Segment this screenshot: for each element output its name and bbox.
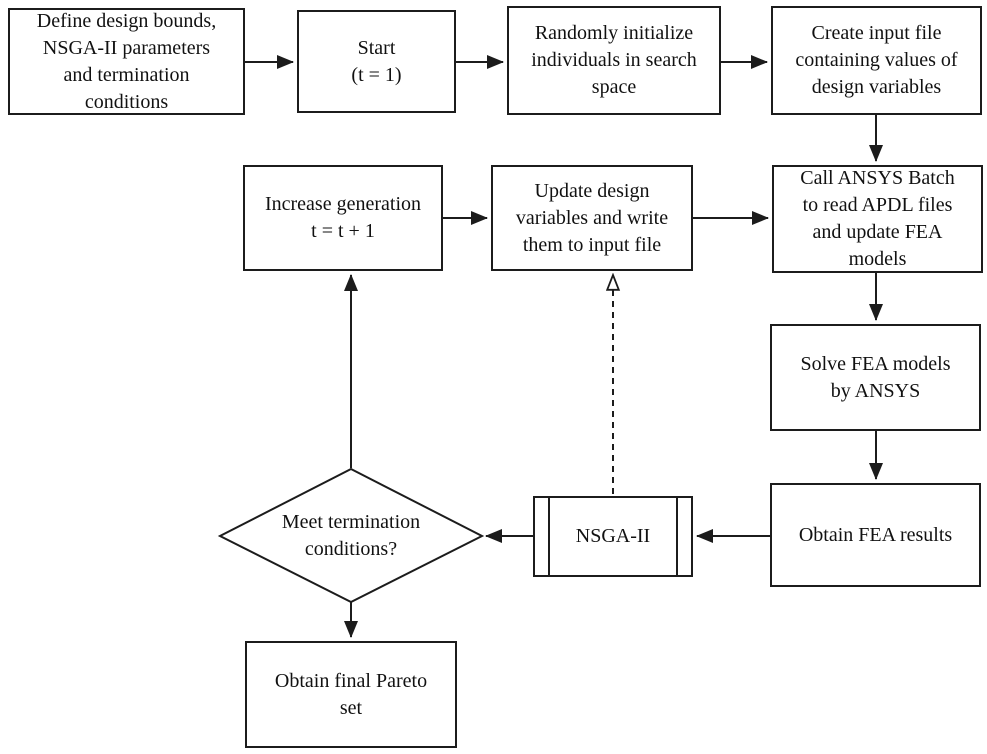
node-nsga2-subroutine: NSGA-II bbox=[533, 496, 693, 577]
node-random-initialize: Randomly initialize individuals in searc… bbox=[507, 6, 721, 115]
node-create-input-file: Create input file containing values of d… bbox=[771, 6, 982, 115]
node-start: Start (t = 1) bbox=[297, 10, 456, 113]
nsga2-right-bar bbox=[676, 498, 678, 575]
node-decision-termination: Meet termination conditions? bbox=[281, 511, 421, 560]
node-solve-fea-models: Solve FEA models by ANSYS bbox=[770, 324, 981, 431]
node-obtain-fea-results: Obtain FEA results bbox=[770, 483, 981, 587]
node-increase-generation: Increase generation t = t + 1 bbox=[243, 165, 443, 271]
node-call-ansys-batch: Call ANSYS Batch to read APDL files and … bbox=[772, 165, 983, 273]
nsga2-label: NSGA-II bbox=[575, 525, 651, 547]
node-update-design-variables: Update design variables and write them t… bbox=[491, 165, 693, 271]
node-obtain-final-pareto-set: Obtain final Pareto set bbox=[245, 641, 457, 748]
node-define-bounds: Define design bounds, NSGA-II parameters… bbox=[8, 8, 245, 115]
nsga2-left-bar bbox=[548, 498, 550, 575]
decision-diamond bbox=[217, 467, 485, 604]
